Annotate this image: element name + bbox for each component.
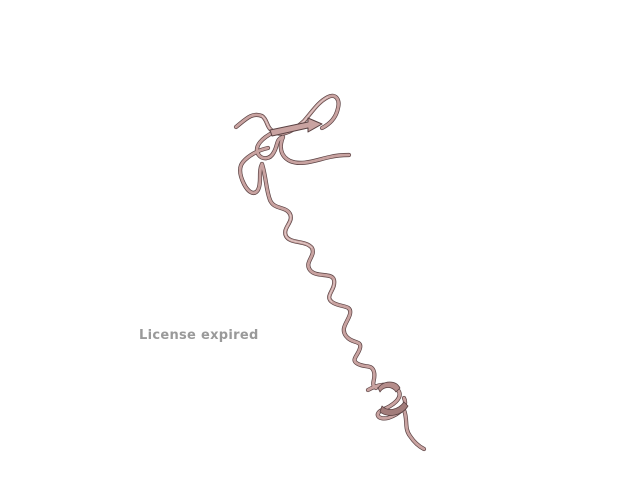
license-watermark: License expired bbox=[139, 328, 259, 343]
protein-ribbon bbox=[233, 93, 427, 452]
